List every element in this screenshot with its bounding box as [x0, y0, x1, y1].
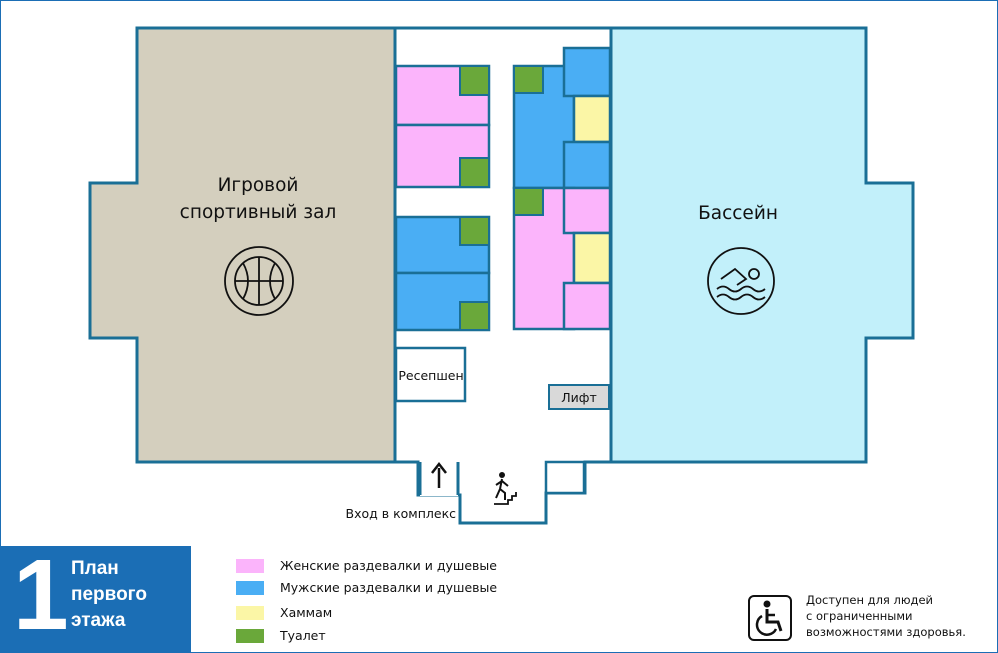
- toilet-room: [459, 216, 490, 246]
- legend-panel: 1 План первого этажа Женские раздевалки …: [0, 540, 998, 653]
- legend-label-women: Женские раздевалки и душевые: [280, 558, 497, 573]
- accessibility-line: Доступен для людей: [806, 593, 934, 607]
- accessibility-note: Доступен для людей с ограниченными возмо…: [806, 592, 966, 640]
- legend-swatch-hammam: [236, 606, 264, 620]
- toilet-room: [459, 301, 490, 331]
- toilet-room: [513, 187, 544, 216]
- elevator-label: Лифт: [561, 390, 597, 405]
- legend-swatch-men: [236, 581, 264, 595]
- hammam-room: [572, 231, 612, 285]
- floor-title-line: первого: [71, 584, 147, 605]
- hammam-room: [572, 94, 612, 144]
- reception-label: Ресепшен: [398, 368, 463, 383]
- toilet-room: [459, 157, 490, 188]
- accessibility-line: возможностями здоровья.: [806, 625, 966, 639]
- legend-label-toilet: Туалет: [280, 628, 326, 643]
- toilet-room: [513, 65, 544, 94]
- basketball-icon: [224, 246, 294, 316]
- women-locker-room: [562, 281, 612, 331]
- wheelchair-icon: [748, 595, 792, 641]
- pool-title: Бассейн: [698, 203, 778, 224]
- up-arrow-icon: [431, 461, 447, 488]
- men-locker-room: [562, 46, 612, 98]
- reception-desk: [394, 346, 467, 403]
- men-locker-room: [562, 140, 612, 190]
- floor-title-line: План: [71, 558, 119, 579]
- floor-plan: Ресепшен Лифт Вход в комплекс Игровой сп…: [88, 26, 915, 525]
- gym-subtitle: спортивный зал: [180, 202, 337, 223]
- legend-swatch-women: [236, 559, 264, 573]
- entrance-door-frame: [418, 462, 460, 495]
- women-locker-room: [562, 186, 612, 235]
- storage-box: [544, 460, 586, 495]
- legend-label-men: Мужские раздевалки и душевые: [280, 580, 498, 595]
- accessibility-line: с ограниченными: [806, 609, 913, 623]
- floor-badge: 1 План первого этажа: [1, 540, 191, 652]
- toilet-room: [459, 65, 490, 96]
- gym-title: Игровой: [218, 175, 299, 196]
- elevator-box: [548, 384, 610, 410]
- floor-title: План первого этажа: [71, 556, 181, 634]
- floor-number: 1: [13, 539, 69, 651]
- legend-label-hammam: Хаммам: [280, 605, 333, 620]
- entrance-label: Вход в комплекс: [346, 506, 457, 521]
- legend-swatch-toilet: [236, 629, 264, 643]
- floor-title-line: этажа: [71, 610, 126, 631]
- pool-room: [609, 26, 915, 464]
- gym-room: [88, 26, 397, 464]
- swimming-icon: [707, 247, 775, 315]
- stairs-icon: [494, 472, 517, 505]
